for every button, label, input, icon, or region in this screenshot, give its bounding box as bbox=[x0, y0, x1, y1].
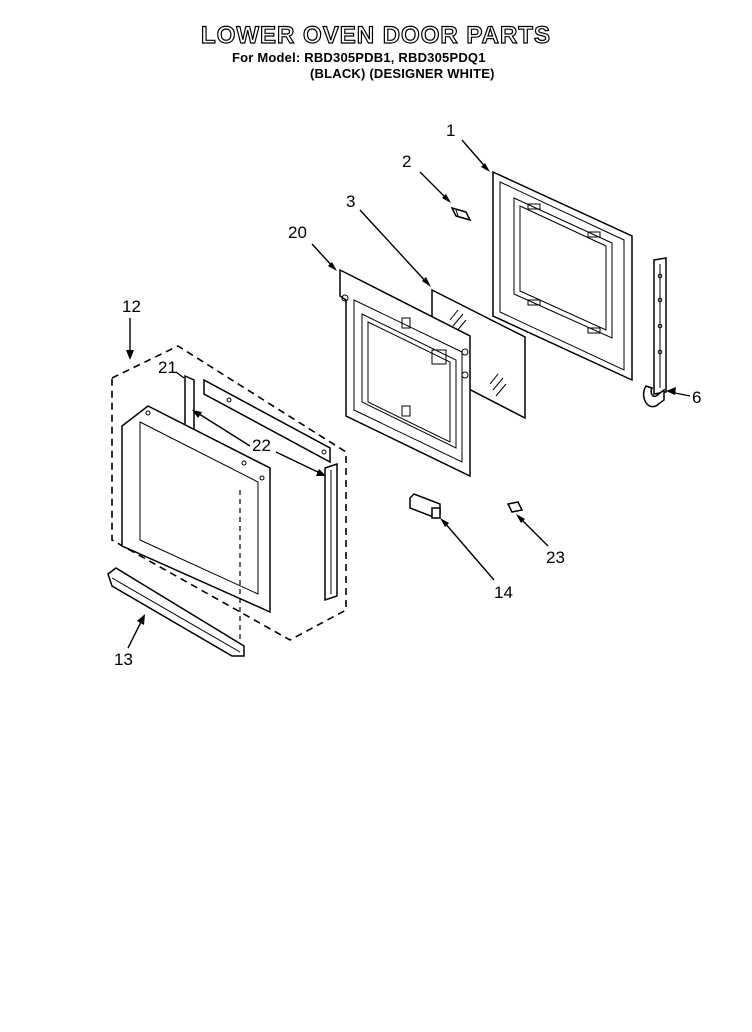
callout-3: 3 bbox=[346, 192, 355, 211]
callout-12: 12 bbox=[122, 297, 141, 316]
callout-20: 20 bbox=[288, 223, 307, 242]
part-2-clip bbox=[450, 206, 472, 222]
part-12-door-assembly-outline bbox=[111, 345, 347, 641]
callout-labels: 1 2 3 20 6 12 21 22 13 14 23 bbox=[114, 121, 701, 669]
part-13-door-handle bbox=[107, 567, 245, 657]
part-6-hinge bbox=[642, 257, 667, 408]
part-1-outer-door-panel bbox=[492, 170, 633, 382]
callout-22: 22 bbox=[252, 436, 271, 455]
leader-lines bbox=[126, 139, 691, 649]
part-20-inner-door-frame bbox=[339, 268, 471, 478]
page-title: LOWER OVEN DOOR PARTS bbox=[200, 21, 551, 49]
part-14-hinge-receiver bbox=[409, 493, 441, 519]
model-line: For Model: RBD305PDB1, RBD305PDQ1 bbox=[232, 50, 486, 65]
callout-2: 2 bbox=[402, 152, 411, 171]
outer-glass-panel bbox=[121, 405, 271, 640]
part-23-clip bbox=[506, 501, 524, 513]
callout-6: 6 bbox=[692, 388, 701, 407]
diagram-header: LOWER OVEN DOOR PARTS bbox=[0, 21, 752, 50]
callout-23: 23 bbox=[546, 548, 565, 567]
callout-21: 21 bbox=[158, 358, 177, 377]
callout-13: 13 bbox=[114, 650, 133, 669]
part-21-side-trim bbox=[184, 374, 331, 464]
color-line: (BLACK) (DESIGNER WHITE) bbox=[310, 66, 495, 81]
callout-14: 14 bbox=[494, 583, 513, 602]
callout-1: 1 bbox=[446, 121, 455, 140]
part-22-side-trim bbox=[324, 462, 338, 602]
